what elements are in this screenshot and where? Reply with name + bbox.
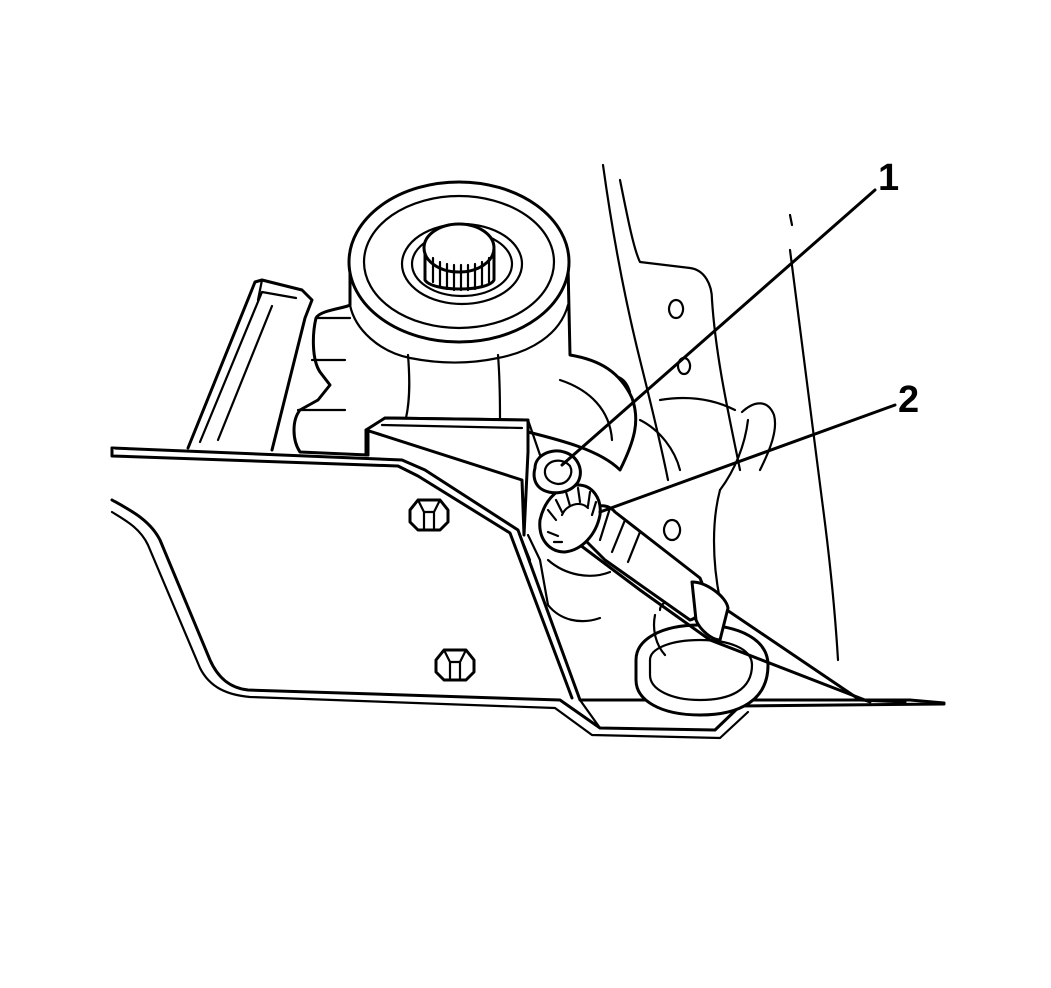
bolt-upper bbox=[408, 498, 450, 532]
mounting-bracket bbox=[364, 416, 612, 623]
hose-line bbox=[573, 504, 907, 704]
bolt-lower bbox=[434, 648, 476, 682]
clip-fitting bbox=[532, 449, 582, 495]
callout-label-2: 2 bbox=[898, 379, 919, 421]
leader-line-1 bbox=[560, 188, 877, 467]
callout-label-1: 1 bbox=[878, 157, 899, 199]
leader-lines bbox=[560, 188, 897, 514]
frame-crossmember bbox=[110, 446, 946, 740]
pinion-shaft bbox=[422, 222, 496, 292]
leader-line-2 bbox=[598, 403, 897, 514]
left-bracket bbox=[186, 278, 314, 452]
